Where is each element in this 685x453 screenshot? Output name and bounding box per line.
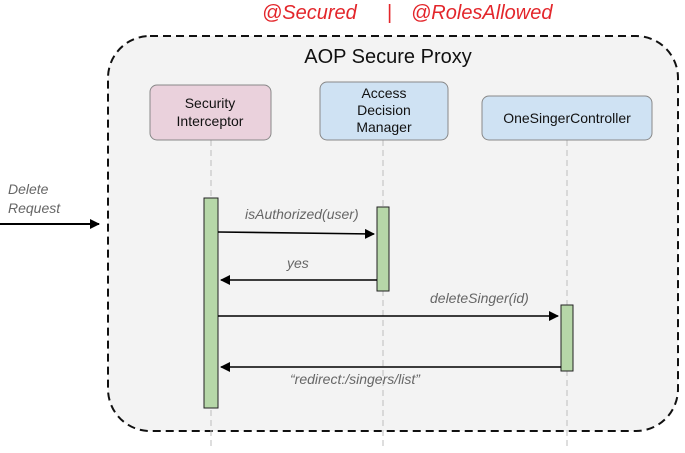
participant-adm-line1: Access (361, 85, 406, 101)
message-is-authorized-label: isAuthorized(user) (245, 206, 359, 222)
message-is-authorized-arrow (217, 228, 375, 239)
participant-security-interceptor-line1: Security (185, 95, 236, 111)
activation-security-interceptor (203, 197, 219, 409)
participant-security-interceptor-line2: Interceptor (177, 113, 244, 129)
participant-access-decision-manager: Access Decision Manager (319, 81, 449, 141)
annotation-secured: @Secured (262, 2, 358, 24)
message-delete-singer-label: deleteSinger(id) (430, 290, 529, 306)
incoming-request-line1: Delete (8, 181, 49, 197)
annotation-separator: | (387, 2, 392, 24)
message-yes-label: yes (286, 255, 309, 271)
participant-adm-line2: Decision (357, 102, 411, 118)
incoming-request-line2: Request (8, 200, 61, 216)
annotation-roles-allowed: @RolesAllowed (411, 2, 553, 24)
proxy-title: AOP Secure Proxy (304, 46, 471, 68)
activation-access-decision-manager (376, 206, 390, 292)
participant-adm-line3: Manager (356, 119, 412, 135)
activation-one-singer-controller (560, 304, 574, 372)
participant-one-singer-controller-label: OneSingerController (503, 110, 631, 126)
participant-security-interceptor: Security Interceptor (149, 84, 272, 141)
participant-one-singer-controller: OneSingerController (481, 95, 653, 141)
message-redirect-label: “redirect:/singers/list” (290, 371, 421, 387)
